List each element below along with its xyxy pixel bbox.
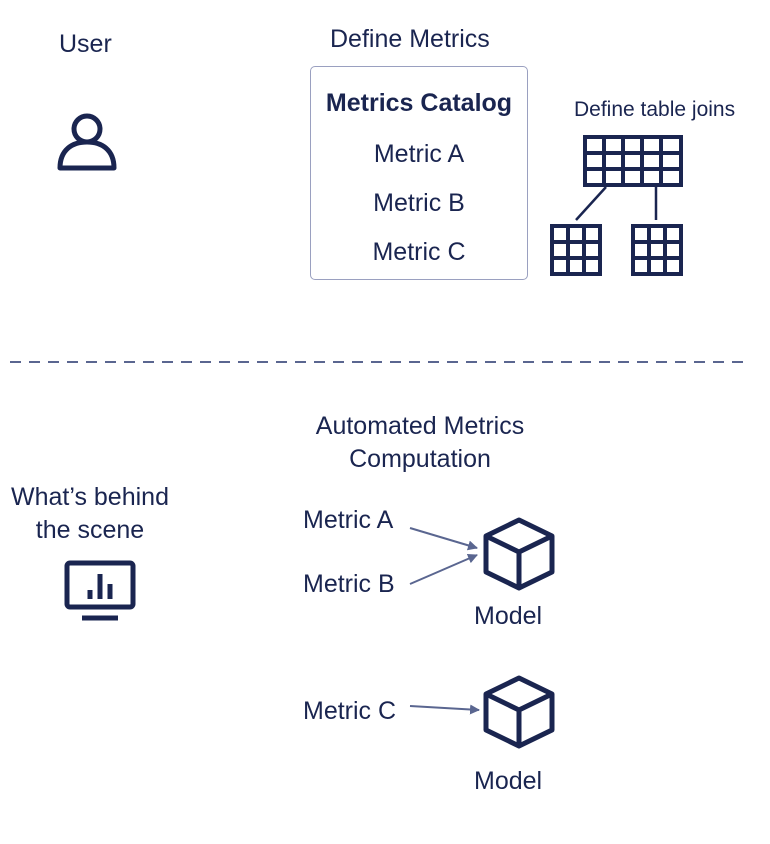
catalog-item-metric-c: Metric C (372, 238, 466, 266)
cube-icon (483, 517, 555, 591)
arrow-icon (409, 704, 480, 715)
section-divider (10, 361, 745, 363)
input-metric-b: Metric B (303, 570, 395, 598)
monitor-chart-icon (64, 560, 136, 621)
table-join-diagram (550, 135, 683, 276)
input-metric-a: Metric A (303, 506, 394, 534)
behind-scene-line1: What’s behind (11, 483, 169, 511)
computation-title-line2: Computation (349, 445, 491, 473)
catalog-item-metric-a: Metric A (373, 140, 465, 168)
behind-scene-line2: the scene (35, 516, 145, 544)
arrow-icon (409, 553, 478, 585)
table-icon (550, 224, 602, 276)
computation-title-line1: Automated Metrics (315, 412, 525, 440)
metrics-catalog-box: Metrics Catalog Metric A Metric B Metric… (310, 66, 528, 280)
user-label: User (59, 30, 112, 58)
table-icon (631, 224, 683, 276)
table-icon (583, 135, 683, 187)
arrow-icon (409, 527, 478, 551)
catalog-item-metric-b: Metric B (373, 189, 465, 217)
model-label-1: Model (474, 602, 543, 630)
input-metric-c: Metric C (303, 697, 397, 725)
computation-title: Automated Metrics Computation (300, 410, 540, 476)
metrics-catalog-title: Metrics Catalog (325, 89, 513, 117)
arrows-group1 (409, 527, 478, 585)
behind-scene-label: What’s behind the scene (5, 481, 175, 547)
define-table-joins-label: Define table joins (574, 98, 736, 121)
arrows-group2 (409, 704, 480, 715)
model-label-2: Model (474, 767, 543, 795)
define-metrics-title: Define Metrics (330, 25, 490, 53)
cube-icon (483, 675, 555, 749)
person-icon (57, 113, 117, 171)
